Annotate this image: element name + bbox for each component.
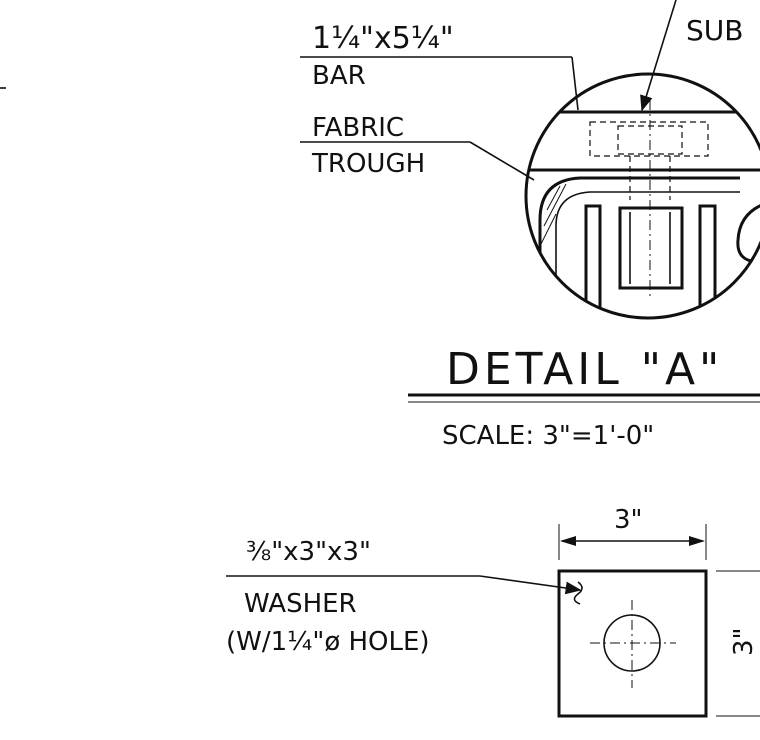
washer-hole-label: (W/1¼"ø HOLE): [226, 627, 430, 657]
detail-circle: [524, 72, 760, 320]
fabric-leader: [469, 141, 535, 181]
washer-square: [557, 569, 708, 718]
washer-weld-mark: [573, 581, 583, 605]
washer-height-dim: 3": [729, 627, 759, 656]
washer-label: WASHER: [244, 589, 357, 619]
bar-leader: [571, 56, 579, 111]
scale-text: SCALE: 3"=1'-0": [442, 421, 654, 451]
sub-label: SUB: [686, 14, 743, 47]
trough-label: TROUGH: [311, 149, 425, 179]
washer-size-label: ⅜"x3"x3": [246, 537, 371, 567]
bar-label: BAR: [312, 61, 366, 91]
washer-leader: [479, 575, 582, 595]
detail-title: DETAIL "A": [446, 344, 723, 395]
bar-size-label: 1¼"x5¼": [312, 21, 454, 56]
washer-width-dim: 3": [614, 505, 643, 535]
detail-circle-content: [526, 100, 760, 318]
sub-leader: [640, 0, 677, 112]
fabric-label: FABRIC: [312, 113, 404, 143]
